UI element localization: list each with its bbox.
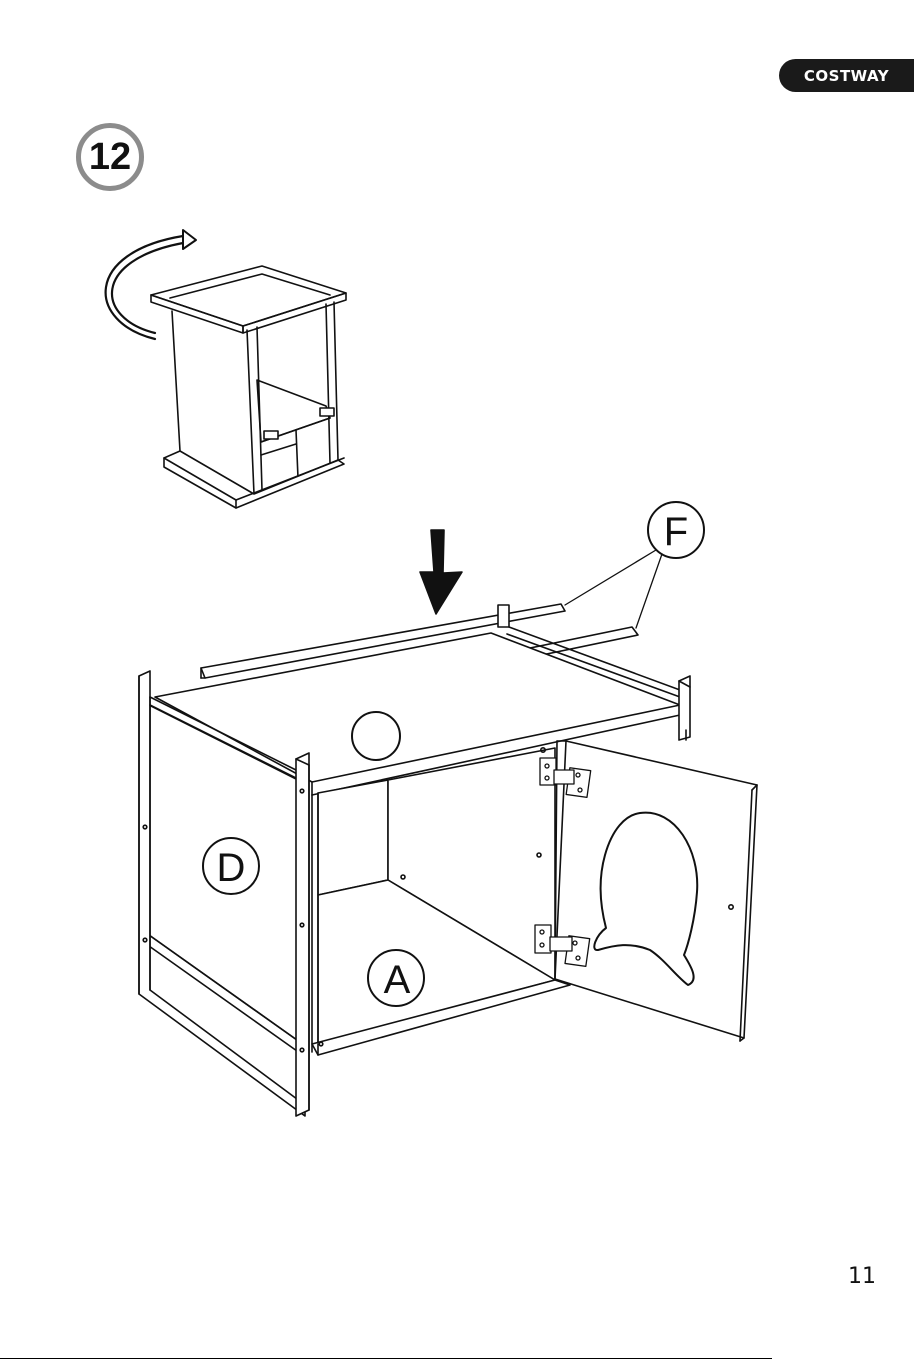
part-a-label: A <box>384 958 411 1002</box>
part-d-label: D <box>217 846 246 890</box>
inset-flipped-cabinet <box>106 230 346 508</box>
insert-down-arrow-icon <box>420 530 462 614</box>
part-f-label: F <box>664 510 688 554</box>
page-number: 11 <box>848 1264 876 1289</box>
footer-divider <box>0 1358 772 1359</box>
